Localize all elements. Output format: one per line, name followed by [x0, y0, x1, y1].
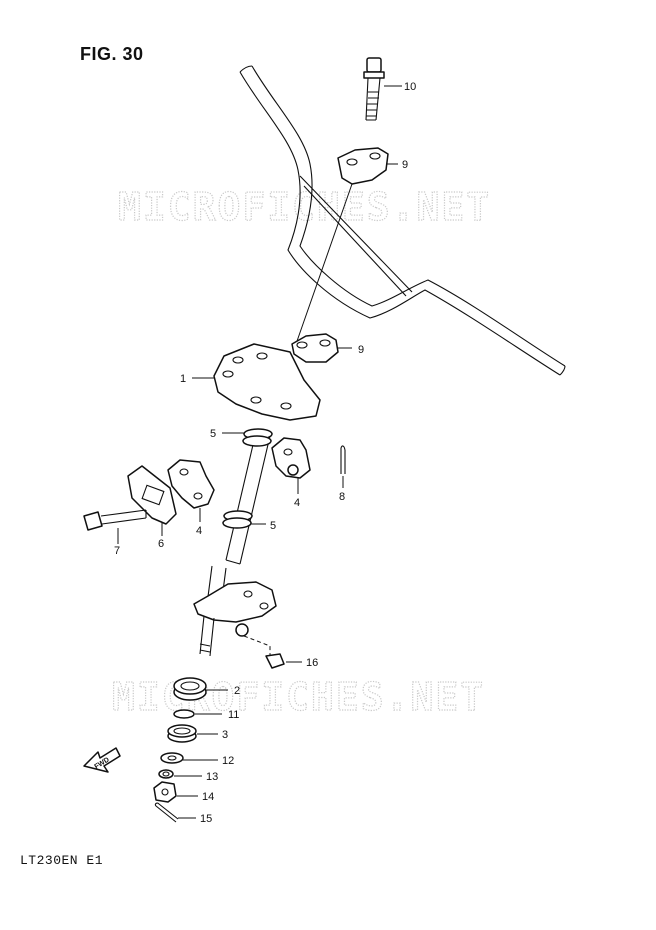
part-4-shaft-holder-left — [167, 459, 215, 509]
part-6-plate — [127, 465, 177, 525]
part-4-shaft-holder-right — [271, 437, 311, 479]
part-11-washer — [173, 709, 195, 719]
model-code: LT230EN E1 — [20, 853, 104, 868]
part-16-nut — [265, 653, 285, 669]
callout-4-right: 4 — [294, 497, 300, 509]
part-3-bushing — [167, 724, 197, 743]
part-5-bushing-upper — [242, 428, 273, 447]
callout-11: 11 — [228, 709, 239, 721]
handlebar — [239, 65, 566, 376]
callout-5-upper: 5 — [210, 428, 216, 440]
part-9-upper-clamp — [337, 147, 389, 185]
part-13-washer — [158, 769, 174, 779]
part-2-seal — [173, 677, 207, 701]
part-15-cotter-pin — [154, 802, 179, 823]
part-12-washer — [160, 752, 184, 764]
callout-1: 1 — [180, 373, 186, 385]
assembly-line-nut — [243, 635, 271, 656]
callout-2: 2 — [234, 685, 240, 697]
callout-13: 13 — [206, 771, 218, 783]
callout-16: 16 — [306, 657, 318, 669]
part-14-nut — [153, 781, 177, 803]
callout-9-upper: 9 — [402, 159, 408, 171]
callout-5-lower: 5 — [270, 520, 276, 532]
figure-title: FIG. 30 — [80, 44, 144, 64]
assembly-line-clamp — [295, 183, 353, 345]
steering-shaft-lower — [193, 565, 277, 657]
part-9-lower-clamp — [291, 333, 339, 363]
callout-15: 15 — [200, 813, 212, 825]
callout-12: 12 — [222, 755, 234, 767]
watermark-top: MICROFICHES.NET — [118, 185, 491, 229]
fwd-arrow-icon: FWD — [83, 747, 121, 773]
callout-4-left: 4 — [196, 525, 202, 537]
part-1-holder-plate — [213, 343, 321, 421]
callout-6: 6 — [158, 538, 164, 550]
steering-shaft — [225, 431, 271, 565]
part-7-bolt — [83, 509, 147, 531]
part-5-bushing-lower — [222, 510, 253, 529]
callout-8: 8 — [339, 491, 345, 503]
part-8-cotter-pin — [340, 445, 346, 474]
callout-9-lower: 9 — [358, 344, 364, 356]
callout-7: 7 — [114, 545, 120, 557]
watermark-bottom: MICROFICHES.NET — [112, 675, 485, 719]
callout-14: 14 — [202, 791, 214, 803]
callout-10: 10 — [404, 81, 416, 93]
part-10-bolt — [363, 57, 385, 121]
callout-3: 3 — [222, 729, 228, 741]
